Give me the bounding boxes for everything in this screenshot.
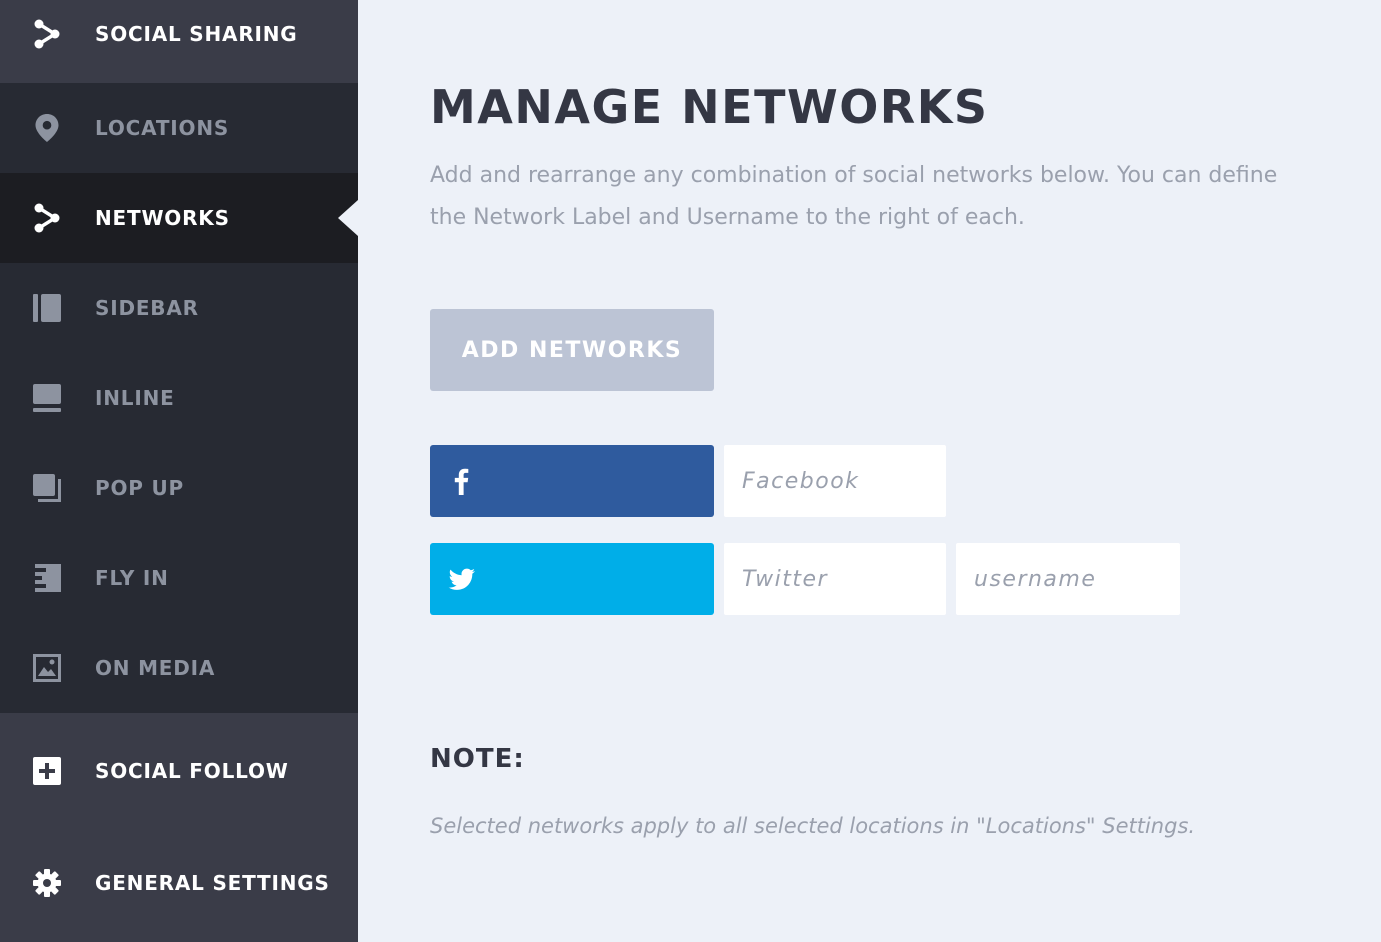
sidebar-item-general-settings[interactable]: GENERAL SETTINGS bbox=[0, 829, 358, 937]
facebook-network-handle[interactable] bbox=[430, 445, 714, 517]
twitter-icon bbox=[448, 565, 476, 593]
gear-icon bbox=[32, 868, 62, 898]
sidebar-item-label: LOCATIONS bbox=[95, 116, 230, 140]
sidebar-item-fly-in[interactable]: FLY IN bbox=[0, 533, 358, 623]
plus-square-icon bbox=[32, 756, 62, 786]
sidebar-item-locations[interactable]: LOCATIONS bbox=[0, 83, 358, 173]
twitter-label-input[interactable] bbox=[724, 543, 946, 615]
sidebar-item-social-follow[interactable]: SOCIAL FOLLOW bbox=[0, 713, 358, 829]
sidebar-item-networks[interactable]: NETWORKS bbox=[0, 173, 358, 263]
note-text: Selected networks apply to all selected … bbox=[430, 814, 1196, 838]
sidebar-item-label: GENERAL SETTINGS bbox=[95, 871, 330, 895]
sidebar-item-label: SIDEBAR bbox=[95, 296, 199, 320]
sidebar-item-social-sharing[interactable]: SOCIAL SHARING bbox=[0, 0, 358, 82]
sidebar: SOCIAL SHARING LOCATIONS NETWORKS SIDEBA… bbox=[0, 0, 358, 942]
sidebar-item-sidebar[interactable]: SIDEBAR bbox=[0, 263, 358, 353]
twitter-username-input[interactable] bbox=[956, 543, 1180, 615]
share-icon bbox=[32, 203, 62, 233]
sidebar-item-label: NETWORKS bbox=[95, 206, 230, 230]
note-title: NOTE: bbox=[430, 744, 525, 774]
sidebar-item-inline[interactable]: INLINE bbox=[0, 353, 358, 443]
popup-layout-icon bbox=[32, 473, 62, 503]
network-row-twitter bbox=[430, 543, 1190, 615]
image-icon bbox=[32, 653, 62, 683]
add-networks-button[interactable]: ADD NETWORKS bbox=[430, 309, 714, 391]
sidebar-layout-icon bbox=[32, 293, 62, 323]
sidebar-item-label: INLINE bbox=[95, 386, 175, 410]
active-indicator-arrow bbox=[338, 200, 358, 236]
page-description: Add and rearrange any combination of soc… bbox=[430, 163, 1278, 230]
sidebar-item-on-media[interactable]: ON MEDIA bbox=[0, 623, 358, 713]
sidebar-item-label: SOCIAL FOLLOW bbox=[95, 759, 289, 783]
fly-in-layout-icon bbox=[32, 563, 62, 593]
main-content: MANAGE NETWORKS Add and rearrange any co… bbox=[358, 0, 1381, 942]
sidebar-item-label: SOCIAL SHARING bbox=[95, 22, 298, 46]
location-pin-icon bbox=[32, 113, 62, 143]
sidebar-item-label: POP UP bbox=[95, 476, 184, 500]
share-icon bbox=[32, 19, 62, 49]
sidebar-item-label: ON MEDIA bbox=[95, 656, 216, 680]
facebook-icon bbox=[448, 467, 476, 495]
page-title: MANAGE NETWORKS bbox=[430, 80, 989, 134]
sidebar-item-label: FLY IN bbox=[95, 566, 169, 590]
sidebar-item-pop-up[interactable]: POP UP bbox=[0, 443, 358, 533]
network-row-facebook bbox=[430, 445, 1190, 517]
facebook-label-input[interactable] bbox=[724, 445, 946, 517]
twitter-network-handle[interactable] bbox=[430, 543, 714, 615]
inline-layout-icon bbox=[32, 383, 62, 413]
